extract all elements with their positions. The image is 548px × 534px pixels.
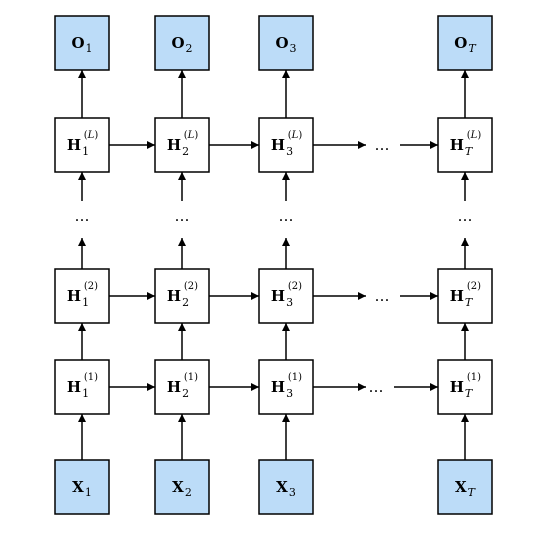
hidden-node-T-layer-3-layer-label: (L) (467, 130, 482, 141)
hidden-node-2-layer-3-label: H2 (167, 136, 189, 158)
hidden-node-1-layer-1-layer-label: (1) (84, 372, 98, 383)
hidden-node-2-layer-2-label: H2 (167, 287, 189, 309)
hidden-node-1-layer-3-label: H1 (67, 136, 89, 158)
input-node-2: X2 (154, 459, 210, 515)
vertical-ellipsis-T: … (458, 207, 473, 225)
hidden-node-T-layer-1-label: HT (450, 378, 474, 400)
vertical-ellipsis-3: … (279, 207, 294, 225)
hidden-node-T-layer-2-label: HT (450, 287, 474, 309)
hidden-node-3-layer-1: H3(1) (258, 359, 314, 415)
horizontal-ellipsis-layer-1: … (369, 378, 384, 396)
hidden-node-1-layer-2-label: H1 (67, 287, 89, 309)
hidden-node-3-layer-3-label: H3 (271, 136, 293, 158)
hidden-node-1-layer-1: H1(1) (54, 359, 110, 415)
hidden-node-3-layer-2-label: H3 (271, 287, 293, 309)
hidden-node-T-layer-1: HT(1) (437, 359, 493, 415)
hidden-node-2-layer-3-layer-label: (L) (184, 130, 199, 141)
hidden-node-T-layer-1-layer-label: (1) (467, 372, 481, 383)
hidden-node-3-layer-1-layer-label: (1) (288, 372, 302, 383)
hidden-node-2-layer-1: H2(1) (154, 359, 210, 415)
input-node-3-label: X3 (276, 478, 296, 499)
output-node-1: O1 (54, 15, 110, 71)
output-node-1-label: O1 (71, 34, 92, 55)
input-node-1: X1 (54, 459, 110, 515)
input-node-2-label: X2 (172, 478, 192, 499)
hidden-node-2-layer-2-layer-label: (2) (184, 281, 198, 292)
hidden-node-2-layer-1-label: H2 (167, 378, 189, 400)
input-node-T: XT (437, 459, 493, 515)
hidden-node-1-layer-3-layer-label: (L) (84, 130, 99, 141)
vertical-ellipsis-1: … (75, 207, 90, 225)
hidden-node-1-layer-3: H1(L) (54, 117, 110, 173)
output-node-T: OT (437, 15, 493, 71)
output-node-3: O3 (258, 15, 314, 71)
hidden-node-T-layer-3: HT(L) (437, 117, 493, 173)
input-node-1-label: X1 (72, 478, 92, 499)
output-node-2: O2 (154, 15, 210, 71)
vertical-ellipsis-2: … (175, 207, 190, 225)
output-node-3-label: O3 (275, 34, 296, 55)
horizontal-ellipsis-layer-3: … (375, 136, 390, 154)
hidden-node-T-layer-3-label: HT (450, 136, 474, 158)
input-node-3: X3 (258, 459, 314, 515)
hidden-node-3-layer-1-label: H3 (271, 378, 293, 400)
hidden-node-3-layer-2-layer-label: (2) (288, 281, 302, 292)
output-node-T-label: OT (454, 34, 477, 55)
hidden-node-3-layer-3-layer-label: (L) (288, 130, 303, 141)
hidden-node-2-layer-2: H2(2) (154, 268, 210, 324)
output-node-2-label: O2 (171, 34, 192, 55)
hidden-node-3-layer-2: H3(2) (258, 268, 314, 324)
hidden-node-2-layer-3: H2(L) (154, 117, 210, 173)
hidden-node-3-layer-3: H3(L) (258, 117, 314, 173)
hidden-node-1-layer-1-label: H1 (67, 378, 89, 400)
hidden-node-T-layer-2-layer-label: (2) (467, 281, 481, 292)
horizontal-ellipsis-layer-2: … (375, 287, 390, 305)
hidden-node-2-layer-1-layer-label: (1) (184, 372, 198, 383)
hidden-node-1-layer-2-layer-label: (2) (84, 281, 98, 292)
input-node-T-label: XT (455, 478, 477, 499)
hidden-node-1-layer-2: H1(2) (54, 268, 110, 324)
hidden-node-T-layer-2: HT(2) (437, 268, 493, 324)
